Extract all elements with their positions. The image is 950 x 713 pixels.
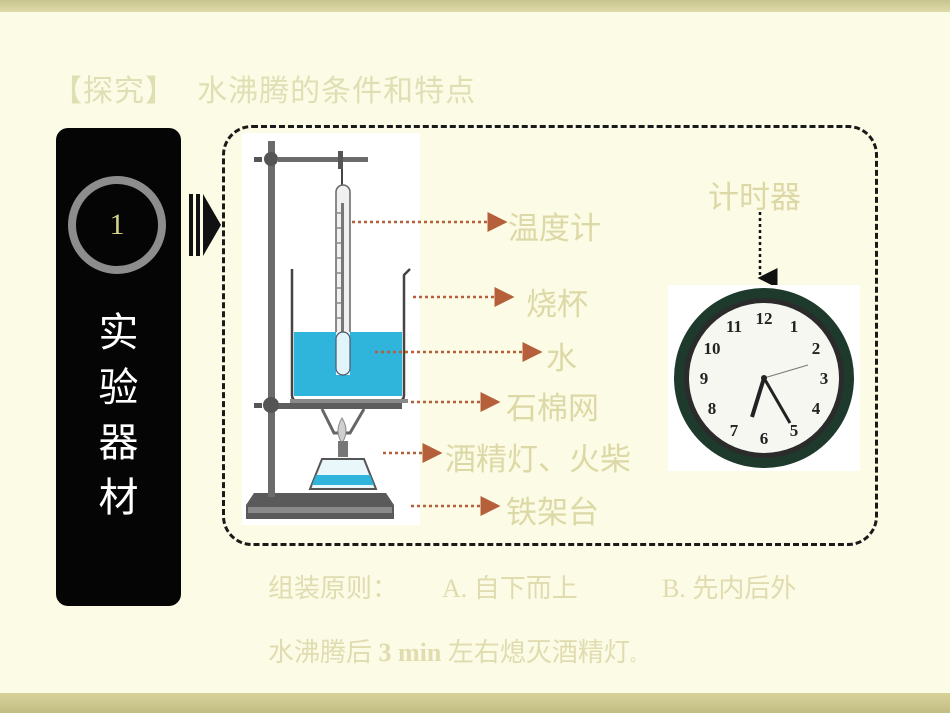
section-label-char: 材: [98, 475, 139, 521]
clock-numeral: 3: [820, 369, 829, 388]
label-beaker: 烧杯: [526, 287, 588, 323]
boiling-apparatus-illustration: [242, 133, 420, 525]
clock-numeral: 4: [812, 399, 821, 418]
boil-note: 水沸腾后 3 min 左右熄灭酒精灯。: [268, 632, 646, 669]
boil-suffix: 左右熄灭酒精灯: [447, 638, 630, 667]
boil-prefix: 水沸腾后: [268, 638, 373, 667]
boil-period: 。: [629, 648, 646, 665]
clock-numeral: 2: [812, 339, 821, 358]
assembly-a: A. 自下而上: [442, 574, 578, 603]
hour-hand: [750, 377, 766, 418]
clock-illustration: 12 12 3 45 6 78 9 10 11: [668, 285, 860, 471]
clock-numeral: 1: [790, 317, 799, 336]
label-lamp-matches: 酒精灯、火柴: [445, 442, 631, 478]
label-timer: 计时器: [708, 180, 801, 216]
section-label-text: 实验器材: [56, 306, 181, 526]
step-number: 1: [109, 208, 125, 241]
clock-numeral: 8: [708, 399, 717, 418]
side-panel: 1 实验器材: [56, 128, 181, 606]
label-water: 水: [546, 341, 577, 377]
section-label-char: 验: [98, 365, 139, 411]
equipment-frame: [222, 125, 878, 546]
clock-numeral: 9: [700, 369, 709, 388]
section-label-char: 器: [98, 420, 139, 466]
clock-numeral: 12: [756, 309, 773, 328]
top-band: [0, 0, 950, 12]
section-label: 实验器材: [56, 306, 181, 526]
clock-numeral: 5: [790, 421, 799, 440]
boil-duration: 3 min: [378, 638, 442, 667]
clock-numeral: 6: [760, 429, 769, 448]
clock-numeral: 7: [730, 421, 739, 440]
stand-rod: [268, 141, 275, 497]
step-ring: 1: [68, 176, 166, 274]
asbestos-net: [278, 403, 402, 409]
bottom-band: [0, 693, 950, 713]
assembly-b: B. 先内后外: [662, 574, 797, 603]
label-iron-stand: 铁架台: [506, 495, 599, 531]
clock-numeral: 10: [704, 339, 721, 358]
section-label-char: 实: [98, 310, 139, 356]
clock-numeral: 11: [726, 317, 742, 336]
label-asbestos-net: 石棉网: [506, 391, 599, 427]
label-thermometer: 温度计: [508, 211, 601, 247]
assembly-prefix: 组装原则：: [268, 574, 399, 603]
page-title: 【探究】 水沸腾的条件和特点: [52, 74, 477, 109]
minute-hand: [762, 377, 792, 424]
pointer-arrow-icon: [189, 194, 221, 256]
